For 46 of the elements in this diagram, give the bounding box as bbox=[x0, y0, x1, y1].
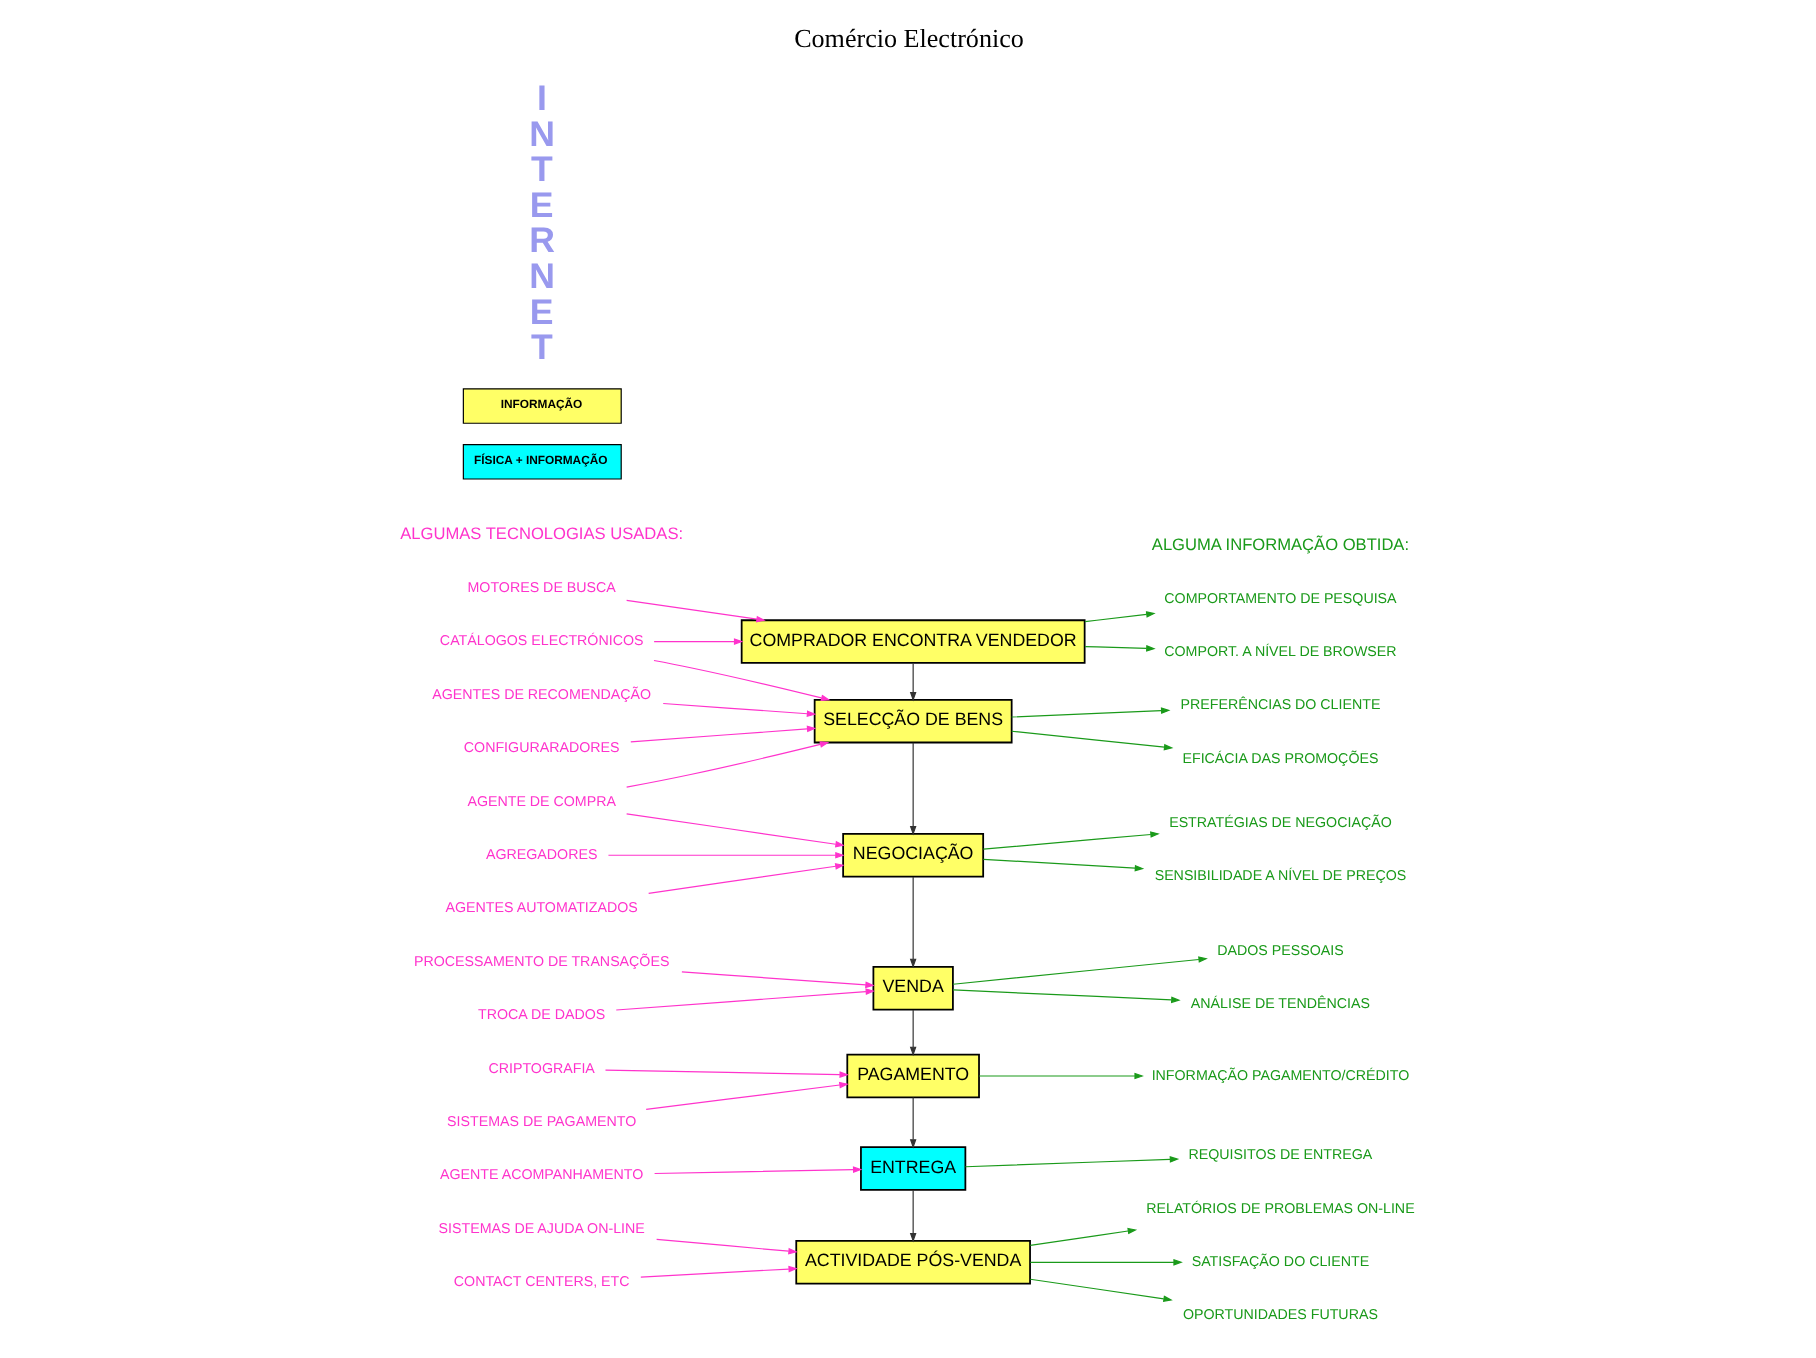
arrow bbox=[1010, 730, 1173, 751]
arrow bbox=[680, 971, 874, 989]
arrow bbox=[639, 1265, 797, 1278]
arrow bbox=[981, 858, 1144, 872]
arrow bbox=[908, 662, 916, 702]
arrow bbox=[614, 988, 875, 1011]
arrow bbox=[951, 989, 1180, 1004]
arrow bbox=[1010, 707, 1170, 718]
node-box: COMPRADOR ENCONTRA VENDEDOR bbox=[739, 619, 1085, 664]
node-box: VENDA bbox=[871, 965, 953, 1011]
arrow bbox=[652, 659, 830, 702]
arrow bbox=[1083, 611, 1155, 623]
arrow bbox=[625, 599, 765, 623]
arrow bbox=[625, 813, 844, 848]
node-box: PAGAMENTO bbox=[845, 1053, 979, 1099]
label: ALGUMAS TECNOLOGIAS USADAS: bbox=[399, 523, 683, 544]
arrow bbox=[1028, 1227, 1137, 1246]
arrow bbox=[625, 741, 829, 788]
arrow bbox=[653, 1166, 862, 1175]
node-box: SELECÇÃO DE BENS bbox=[812, 698, 1012, 744]
label: INTERNET bbox=[528, 77, 554, 368]
arrow bbox=[908, 1097, 916, 1149]
arrow bbox=[606, 851, 844, 859]
arrow bbox=[1028, 1258, 1182, 1266]
arrow bbox=[1083, 645, 1155, 652]
arrow bbox=[908, 876, 916, 969]
arrow bbox=[661, 702, 816, 717]
arrow bbox=[1028, 1278, 1172, 1303]
arrow bbox=[963, 1156, 1179, 1168]
arrow bbox=[908, 1189, 916, 1243]
arrow bbox=[603, 1069, 848, 1078]
arrow bbox=[629, 725, 816, 743]
node-box: ACTIVIDADE PÓS-VENDA bbox=[794, 1240, 1030, 1285]
arrow bbox=[647, 863, 844, 894]
arrow bbox=[951, 956, 1207, 985]
arrow bbox=[908, 742, 916, 836]
arrow bbox=[981, 831, 1159, 850]
node-box: ENTREGA bbox=[859, 1146, 966, 1191]
arrow bbox=[908, 1009, 916, 1057]
arrow bbox=[977, 1072, 1143, 1080]
node-box: NEGOCIAÇÃO bbox=[841, 833, 984, 878]
label: ALGUMA INFORMAÇÃO OBTIDA: bbox=[1150, 533, 1409, 554]
diagram-title: Comércio Electrónico bbox=[793, 22, 1023, 53]
arrow bbox=[652, 638, 743, 645]
arrow bbox=[655, 1238, 797, 1255]
arrow bbox=[644, 1081, 848, 1110]
